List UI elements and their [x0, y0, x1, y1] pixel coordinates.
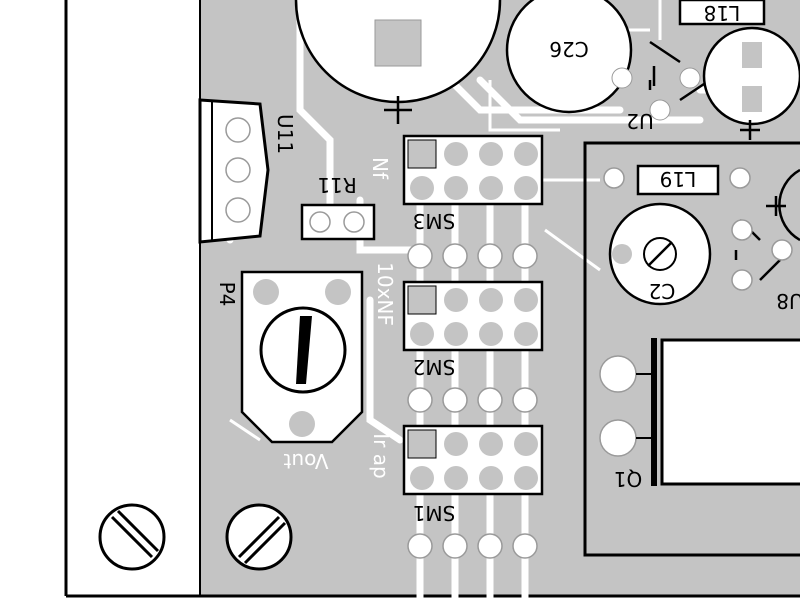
label-u8: U8	[776, 289, 800, 313]
label-10xnf: 10xNF	[373, 262, 397, 326]
capacitor-c2: C2	[608, 202, 712, 306]
header-sm3: SM3	[402, 134, 544, 233]
component-l19: L19	[603, 164, 751, 196]
vias-bottom	[407, 243, 538, 559]
label-ir-ap: Ir ap	[369, 433, 393, 478]
label-l19: L19	[660, 167, 697, 191]
label-p4: P4	[215, 282, 239, 307]
trimmer-p4: P4 10xNF	[215, 262, 397, 444]
capacitor-c26-large	[294, 0, 502, 124]
label-sm3: SM3	[413, 209, 456, 233]
label-c26: C26	[549, 37, 588, 61]
label-vout: Vout	[283, 449, 328, 473]
crystal-q1: Q1	[599, 338, 800, 491]
label-c2: C2	[649, 279, 676, 303]
label-sm1: SM1	[413, 501, 456, 525]
screw-left	[98, 503, 166, 571]
capacitor-top-right	[702, 26, 800, 140]
label-u2: U2	[626, 109, 653, 133]
capacitor-c26: C26	[505, 0, 633, 114]
label-l18: L18	[704, 1, 741, 25]
label-u11: U11	[273, 114, 297, 154]
label-q1: Q1	[614, 467, 642, 491]
label-nf: Nf	[368, 157, 392, 180]
label-r11: R11	[317, 173, 356, 197]
label-sm2: SM2	[413, 355, 456, 379]
header-sm2: SM2	[402, 280, 544, 379]
regulator-u11: U11	[198, 98, 297, 244]
component-l18: L18	[678, 0, 766, 26]
shield-box	[583, 141, 800, 557]
resistor-r11: R11	[300, 173, 376, 241]
component-u8: U8	[731, 168, 800, 313]
screw-right	[225, 503, 293, 571]
header-sm1: SM1	[402, 424, 544, 525]
